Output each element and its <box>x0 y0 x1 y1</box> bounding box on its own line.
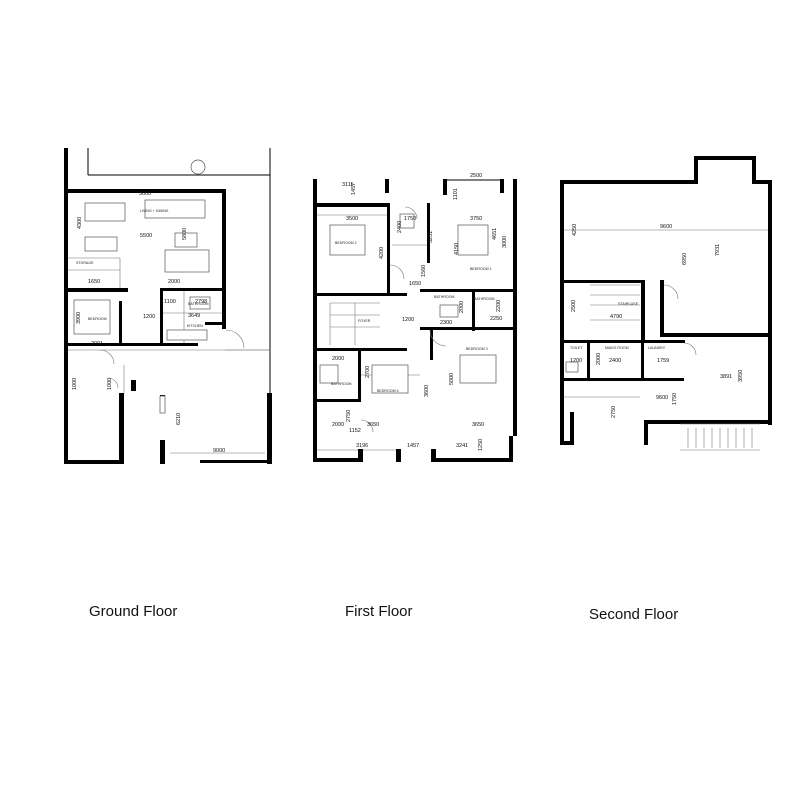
second-floor-plan: STAIRCASE TOILET MAIDS ROOM LAUNDRY 4250… <box>560 156 772 451</box>
first-dim: 1750 <box>404 216 416 222</box>
second-dim: 1750 <box>672 393 678 405</box>
ground-dim: 1000 <box>72 378 78 390</box>
first-dim: 2300 <box>440 320 452 326</box>
first-dim: 2200 <box>496 300 502 312</box>
ground-dim: 5500 <box>140 233 152 239</box>
first-dim: 5000 <box>449 373 455 385</box>
second-dim: 2750 <box>611 406 617 418</box>
foyer-label: FOYER <box>358 319 371 323</box>
first-dim: 1250 <box>478 439 484 451</box>
ground-dim: 1650 <box>88 279 100 285</box>
second-dim: 3891 <box>720 374 732 380</box>
ground-floor-caption: Ground Floor <box>89 603 178 620</box>
bathroom-c-label: BATHROOM <box>331 382 352 386</box>
second-dim: 2500 <box>571 300 577 312</box>
second-dim: 4790 <box>610 314 622 320</box>
first-dim: 1650 <box>409 281 421 287</box>
first-dim: 3500 <box>346 216 358 222</box>
first-dim: 3000 <box>502 236 508 248</box>
ground-floor-plan: LIVING + DINING STORAGE BEDROOM BATHROOM… <box>64 148 272 464</box>
ground-dim: 5800 <box>182 228 188 240</box>
second-dim: 1759 <box>657 358 669 364</box>
bedroom-1-label: BEDROOM 1 <box>470 267 492 271</box>
first-dim: 3750 <box>470 216 482 222</box>
ground-dim: 2798 <box>195 299 207 305</box>
first-dim: 1101 <box>453 188 459 200</box>
toilet-label: TOILET <box>570 346 583 350</box>
ground-dim: 2000 <box>168 279 180 285</box>
ground-dim: 1000 <box>107 378 113 390</box>
first-dim: 2250 <box>490 316 502 322</box>
ground-dim: 2001 <box>91 341 103 347</box>
second-dim: 2400 <box>609 358 621 364</box>
ground-bedroom-label: BEDROOM <box>88 317 107 321</box>
maids-room-label: MAIDS ROOM <box>605 346 629 350</box>
ground-dim: 6210 <box>176 413 182 425</box>
ground-dim: 9000 <box>213 448 225 454</box>
bedroom-2-label: BEDROOM 2 <box>335 241 357 245</box>
bathroom-a-label: BATHROOM <box>434 295 455 299</box>
second-floor-caption: Second Floor <box>589 606 679 623</box>
second-dim: 3950 <box>738 370 744 382</box>
ground-dim: 1200 <box>143 314 155 320</box>
first-dim: 1457 <box>407 443 419 449</box>
second-dim: 2000 <box>596 353 602 365</box>
first-dim: 3600 <box>424 385 430 397</box>
first-dim: 2400 <box>397 221 403 233</box>
storage-label: STORAGE <box>76 261 94 265</box>
second-dim: 9600 <box>660 224 672 230</box>
ground-dim: 3600 <box>139 191 151 197</box>
first-dim: 2700 <box>365 366 371 378</box>
first-dim: 1560 <box>421 265 427 277</box>
ground-bathroom-label: BATHROOM <box>188 302 209 306</box>
second-dim: 4250 <box>572 224 578 236</box>
second-dim: 9600 <box>656 395 668 401</box>
first-dim: 1457 <box>351 183 357 195</box>
first-dim: 2000 <box>459 301 465 313</box>
ground-dim: 3649 <box>188 313 200 319</box>
first-floor-plan: BEDROOM 2 BEDROOM 1 BATHROOM BATHROOM FO… <box>313 173 517 462</box>
first-dim: 2500 <box>470 173 482 179</box>
first-dim: 4651 <box>492 228 498 240</box>
first-dim: 3196 <box>356 443 368 449</box>
kitchen-label: KITCHEN <box>187 324 203 328</box>
ground-dim: 1100 <box>164 299 176 305</box>
second-dim: 7931 <box>715 244 721 256</box>
second-dim: 6950 <box>682 253 688 265</box>
first-floor-caption: First Floor <box>345 603 413 620</box>
ground-dim: 4300 <box>77 217 83 229</box>
first-dim: 3241 <box>456 443 468 449</box>
first-dim: 4150 <box>454 243 460 255</box>
staircase-label: STAIRCASE <box>618 302 639 306</box>
first-dim: 2000 <box>332 422 344 428</box>
bedroom-3-label: BEDROOM 3 <box>466 347 488 351</box>
first-dim: 5251 <box>428 231 434 243</box>
first-dim: 1152 <box>349 428 361 434</box>
bedroom-4-label: BEDROOM 4 <box>377 389 399 393</box>
first-dim: 3650 <box>472 422 484 428</box>
second-dim: 1200 <box>570 358 582 364</box>
bathroom-b-label: BATHROOM <box>474 297 495 301</box>
laundry-label: LAUNDRY <box>648 346 666 350</box>
first-dim: 2000 <box>332 356 344 362</box>
first-dim: 3650 <box>367 422 379 428</box>
ground-dim: 3900 <box>76 312 82 324</box>
first-dim: 2750 <box>346 410 352 422</box>
living-dining-label: LIVING + DINING <box>140 209 169 213</box>
first-dim: 4200 <box>379 247 385 259</box>
first-dim: 3111 <box>342 182 353 188</box>
first-dim: 1200 <box>402 317 414 323</box>
